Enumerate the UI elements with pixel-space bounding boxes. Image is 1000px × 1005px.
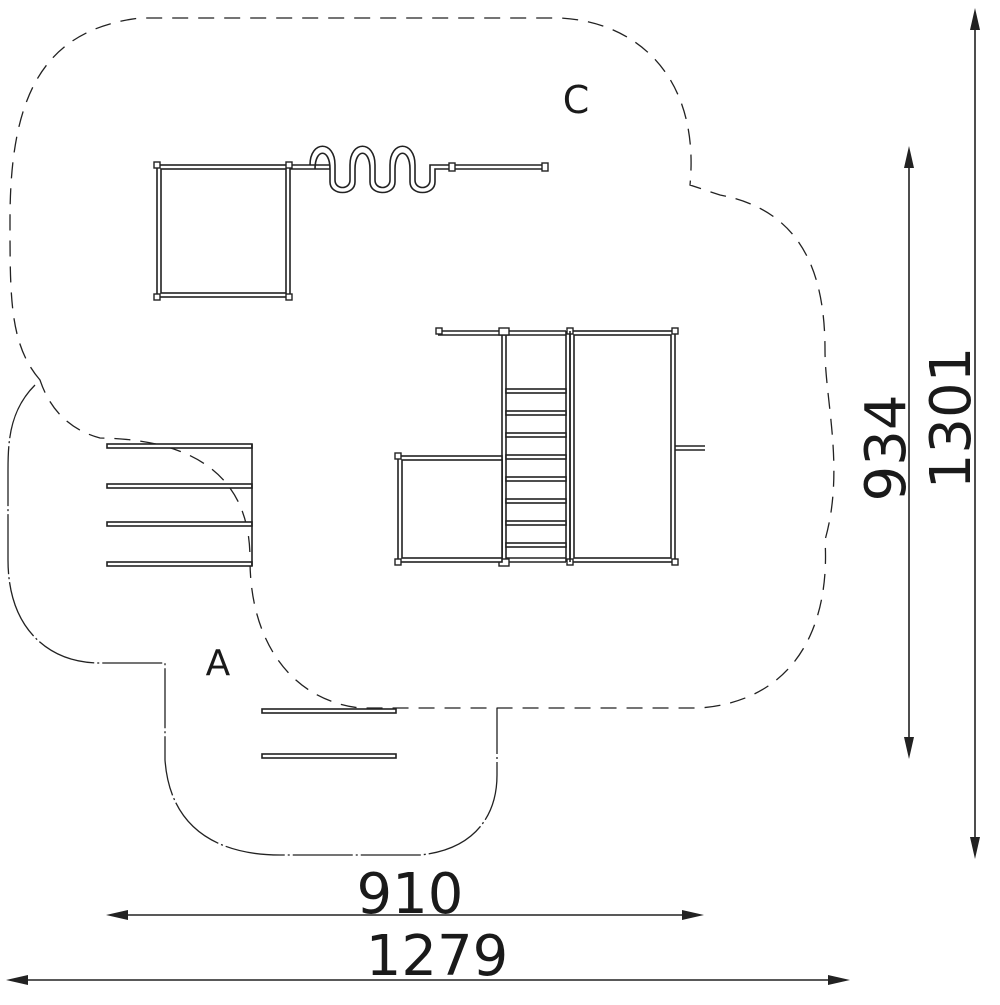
horizontal-bars-bottom xyxy=(261,708,397,759)
zone-c-label: C xyxy=(563,78,590,122)
inner-height-label: 934 xyxy=(854,395,919,502)
dimension-outer-width xyxy=(6,975,850,985)
upper-platform xyxy=(153,161,330,301)
inner-width-label: 910 xyxy=(357,862,464,927)
dimension-inner-width xyxy=(106,910,704,920)
safety-zone-a-outline xyxy=(7,384,498,856)
dimension-outer-height xyxy=(970,8,980,859)
horizontal-bars-left xyxy=(106,443,253,567)
ladder xyxy=(498,327,571,567)
dimension-inner-height xyxy=(904,146,914,759)
outer-width-label: 1279 xyxy=(366,924,509,989)
side-platform xyxy=(394,452,503,566)
zone-a-label: A xyxy=(206,643,231,684)
safety-zone-c-outline xyxy=(9,17,835,709)
outer-height-label: 1301 xyxy=(919,347,984,490)
wavy-crawl-rail xyxy=(309,145,549,194)
